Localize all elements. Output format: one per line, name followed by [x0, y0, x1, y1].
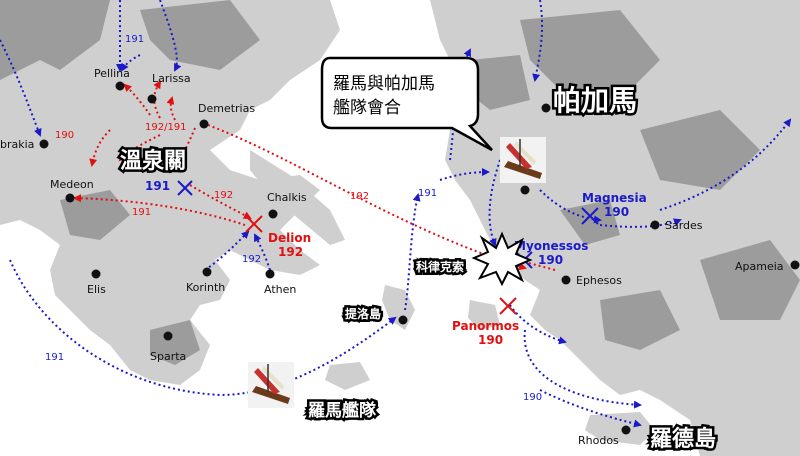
city-dots	[39, 81, 800, 435]
label-roman-fleet: 羅馬艦隊	[308, 400, 377, 421]
route-year-labels: 191 190 192/191 192 191 192 192 191 191 …	[45, 34, 542, 403]
route-label-191-sea: 191	[418, 188, 437, 199]
explosion-icon	[471, 231, 533, 287]
battle-labels: 191 Delion 192 Magnesia 190 Myonessos 19…	[145, 179, 647, 347]
city-dot-sparta	[163, 331, 173, 341]
myonessos-name: Myonessos	[514, 239, 588, 253]
city-label-ambrakia: brakia	[0, 138, 34, 151]
city-label-korinth: Korinth	[186, 281, 225, 294]
magnesia-year: 190	[604, 205, 629, 219]
city-dot-athen	[265, 269, 275, 279]
city-label-sardes: Sardes	[665, 219, 703, 232]
panormos-name: Panormos	[452, 319, 519, 333]
route-label-192-191: 192/191	[145, 122, 187, 133]
route-label-191-sw: 191	[45, 352, 64, 363]
city-dot-pellina	[115, 81, 125, 91]
label-thermopylae: 溫泉關	[120, 148, 186, 174]
city-dot-sardes	[650, 220, 660, 230]
city-dot-korinth	[202, 267, 212, 277]
city-dot-demetrias	[199, 119, 209, 129]
panormos-year: 190	[478, 333, 503, 347]
city-label-athen: Athen	[264, 283, 296, 296]
city-label-ephesos: Ephesos	[576, 274, 622, 287]
label-chios: 提洛島	[345, 306, 381, 321]
city-dot-rhodos	[621, 425, 631, 435]
callout-line-1: 羅馬與帕加馬	[333, 74, 435, 94]
city-dot-meeting	[520, 185, 530, 195]
city-dot-pergamon	[541, 103, 551, 113]
city-labels: Pellina Larissa Demetrias brakia Medeon …	[0, 67, 784, 447]
red-route-ephesos	[524, 261, 556, 271]
ship-icon	[248, 362, 294, 408]
label-pergamon: 帕加馬	[553, 84, 637, 117]
route-label-190-se: 190	[523, 392, 542, 403]
route-label-191-north: 191	[125, 34, 144, 45]
magnesia-name: Magnesia	[582, 191, 647, 205]
city-label-rhodos: Rhodos	[578, 434, 619, 447]
callout-line-2: 艦隊會合	[333, 98, 401, 118]
delion-year: 192	[278, 245, 303, 259]
route-label-191-b: 191	[132, 207, 151, 218]
chinese-labels: 溫泉關 帕加馬 羅馬艦隊 科律克索 提洛島 羅德島	[118, 82, 719, 455]
city-dot-ambrakia	[39, 139, 49, 149]
terrain	[0, 0, 800, 365]
city-label-elis: Elis	[87, 283, 106, 296]
callout-bubble: 羅馬與帕加馬 艦隊會合	[320, 56, 493, 152]
city-dot-elis	[91, 269, 101, 279]
city-label-pellina: Pellina	[94, 67, 130, 80]
city-dot-larissa	[147, 94, 157, 104]
city-dot-medeon	[65, 193, 75, 203]
label-rhodes: 羅德島	[650, 426, 716, 452]
myonessos-year: 190	[538, 253, 563, 267]
battle-cross-icon	[177, 180, 599, 315]
city-label-sparta: Sparta	[150, 350, 186, 363]
city-dot-apameia	[790, 260, 800, 270]
route-label-192-a: 192	[214, 190, 233, 201]
ship-icon	[500, 137, 546, 183]
label-korykos: 科律克索	[416, 259, 464, 274]
route-label-192-long: 192	[350, 191, 369, 202]
route-label-190-west: 190	[55, 130, 74, 141]
delion-name: Delion	[268, 231, 311, 245]
city-dot-chios	[398, 315, 408, 325]
city-label-chalkis: Chalkis	[267, 191, 307, 204]
route-label-192-b: 192	[242, 254, 261, 265]
thermopylae-year: 191	[145, 179, 170, 193]
city-label-medeon: Medeon	[50, 178, 94, 191]
city-label-apameia: Apameia	[735, 260, 784, 273]
city-dot-chalkis	[268, 209, 278, 219]
red-routes	[73, 80, 527, 271]
city-label-larissa: Larissa	[152, 72, 191, 85]
city-dot-ephesos	[561, 275, 571, 285]
city-label-demetrias: Demetrias	[198, 102, 255, 115]
